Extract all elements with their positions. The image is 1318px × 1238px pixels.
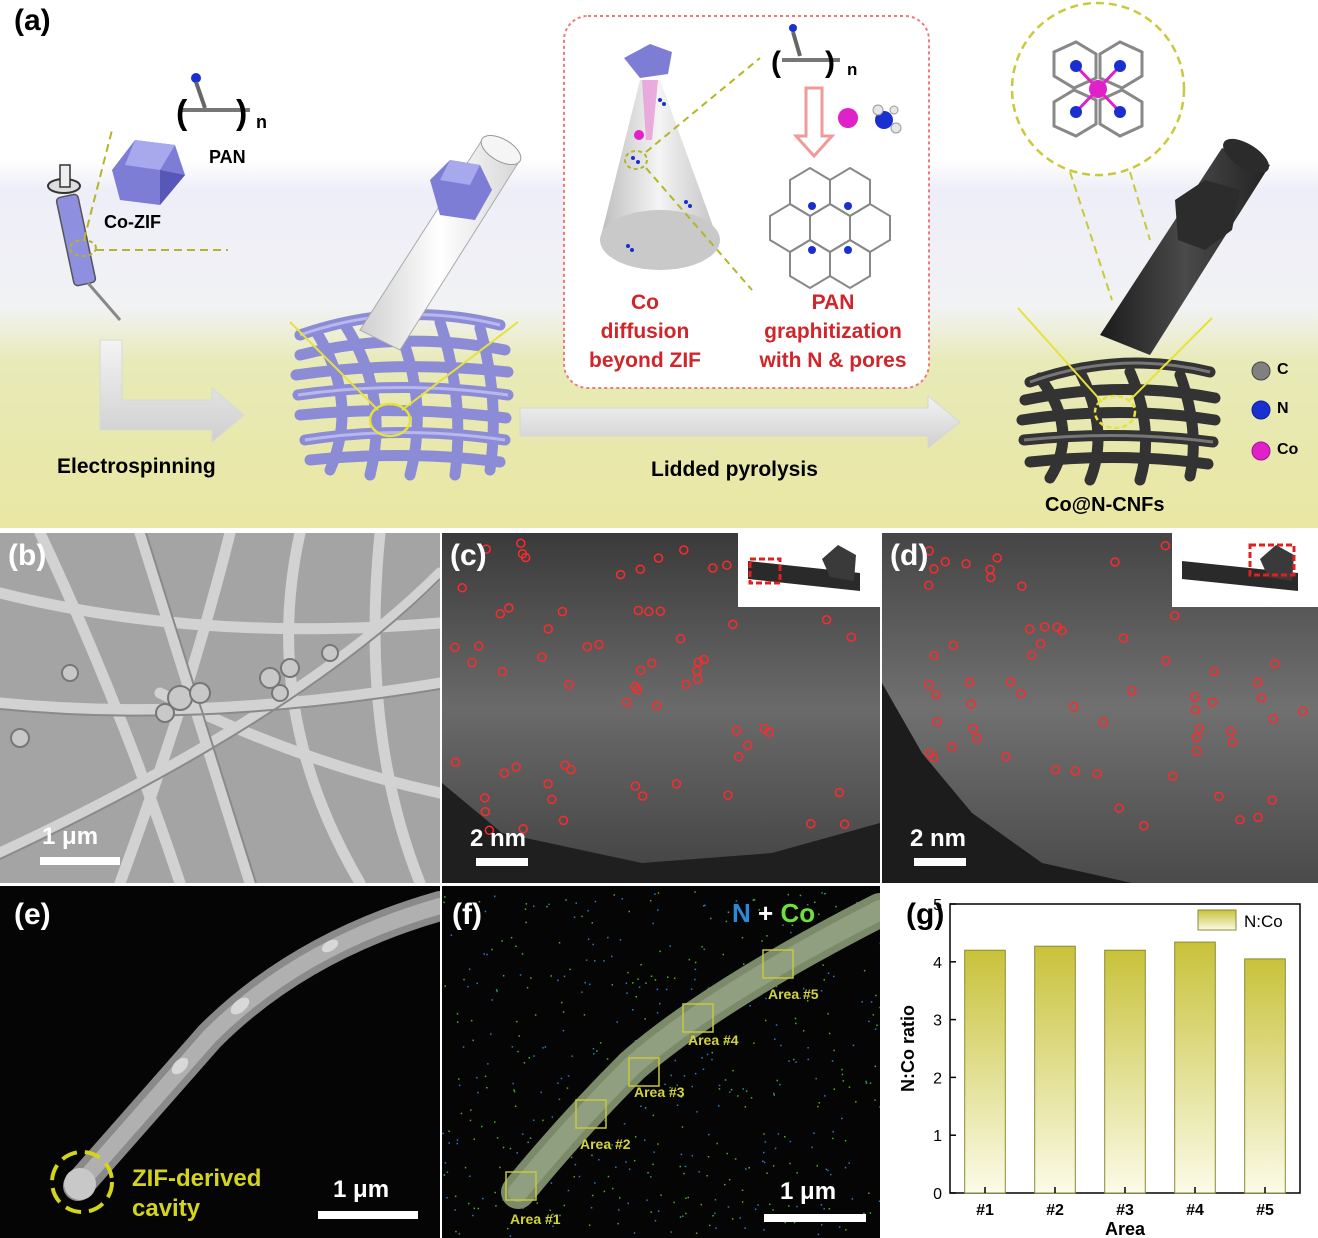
x-tick-label: #1 — [976, 1202, 994, 1219]
y-tick-label: 5 — [933, 897, 942, 914]
panel-d-haadf-image: (d) 2 nm — [882, 533, 1318, 883]
co-zif-label: Co-ZIF — [104, 212, 161, 232]
pyrolysis-arrow — [519, 394, 961, 450]
panel-label-e: (e) — [14, 898, 51, 931]
inset-pan-polymer-icon: ( ) — [771, 24, 840, 79]
panel-a-schematic: ( ) — [0, 1, 1318, 528]
panel-f-eds-map: (f) N + Co Area #1 Area #2 Area #3 Area … — [442, 886, 880, 1238]
legend-c-label: C — [1277, 361, 1289, 378]
svg-text:): ) — [236, 94, 247, 132]
lidded-pyrolysis-label: Lidded pyrolysis — [651, 458, 818, 481]
inset-fiber-d — [1172, 533, 1318, 607]
carbon-fiber-icon — [1100, 138, 1270, 355]
x-tick-label: #5 — [1256, 1202, 1274, 1219]
eds-legend-n: N — [732, 898, 751, 928]
panel-label-a: (a) — [14, 4, 51, 37]
scale-bar-f — [764, 1214, 866, 1222]
scale-bar-c — [476, 858, 528, 866]
bar-area-2 — [1034, 945, 1076, 1194]
syringe-icon — [47, 129, 228, 321]
product-label: Co@N-CNFs — [1045, 494, 1165, 516]
scale-bar-e-label: 1 μm — [333, 1176, 390, 1203]
panel-label-f: (f) — [452, 898, 482, 931]
eds-legend-co: Co — [780, 898, 816, 928]
scale-bar-d — [914, 858, 966, 866]
panel-label-g: (g) — [906, 898, 945, 931]
eds-map — [442, 891, 880, 1237]
scale-bar-f-label: 1 μm — [780, 1178, 837, 1205]
pan-polymer-icon: ( ) — [176, 73, 250, 132]
bar-area-1 — [964, 949, 1006, 1194]
panel-label-d: (d) — [890, 539, 929, 572]
area-label-3: Area #3 — [634, 1084, 685, 1100]
y-tick-label: 2 — [933, 1070, 942, 1087]
scale-bar-b-label: 1 μm — [42, 823, 99, 850]
transform-arrow-icon — [792, 86, 836, 159]
pan-subscript-n: n — [256, 112, 267, 132]
x-tick-label: #4 — [1186, 1202, 1204, 1219]
eds-legend: N + Co — [732, 898, 815, 929]
area-label-4: Area #4 — [688, 1032, 739, 1048]
scale-bar-d-label: 2 nm — [910, 825, 967, 852]
y-tick-label: 3 — [933, 1013, 942, 1030]
inset-left-caption: Co diffusion beyond ZIF — [589, 291, 701, 372]
area-label-2: Area #2 — [580, 1136, 631, 1152]
scale-bar-c-label: 2 nm — [470, 825, 527, 852]
atom-legend — [1251, 361, 1271, 461]
panel-b-sem-image: (b) 1 μm — [0, 533, 440, 883]
svg-text:): ) — [825, 46, 835, 79]
bar-area-3 — [1104, 949, 1146, 1194]
area-boxes — [505, 949, 794, 1201]
y-tick-label: 4 — [933, 955, 942, 972]
graphene-lattice-icon — [769, 166, 891, 290]
zif-cavity-annotation: ZIF-derived cavity — [132, 1165, 262, 1222]
legend-co-label: Co — [1277, 441, 1299, 458]
co-atom-icon — [838, 108, 858, 128]
panel-label-b: (b) — [8, 539, 47, 572]
panel-label-c: (c) — [450, 539, 487, 572]
scale-bar-b — [40, 857, 120, 865]
pan-label: PAN — [209, 147, 246, 167]
electrospinning-label: Electrospinning — [57, 455, 216, 478]
bar-area-5 — [1244, 958, 1286, 1194]
sem-fibers — [0, 533, 440, 883]
x-tick-label: #3 — [1116, 1202, 1134, 1219]
y-axis-label: N:Co ratio — [898, 1005, 918, 1092]
x-tick-label: #2 — [1046, 1202, 1064, 1219]
scale-bar-e — [318, 1211, 418, 1219]
eds-legend-plus: + — [758, 898, 774, 928]
panel-c-haadf-image: (c) 2 nm — [442, 533, 880, 883]
stem-fiber — [50, 891, 440, 1214]
white-fiber-icon — [359, 134, 522, 351]
legend-swatch — [1197, 909, 1237, 931]
co-zif-crystal-icon — [112, 140, 185, 205]
y-tick-label: 0 — [933, 1186, 942, 1203]
nh3-molecule-icon — [872, 104, 902, 134]
inset-right-caption: PAN graphitization with N & pores — [759, 291, 907, 372]
legend-label: N:Co — [1244, 912, 1283, 931]
area-label-5: Area #5 — [768, 986, 819, 1002]
panel-a: ( ) — [0, 0, 1318, 530]
inset-fiber-c — [738, 533, 880, 607]
inset-subscript-n: n — [847, 60, 858, 79]
legend-n-label: N — [1277, 400, 1289, 417]
x-axis-label: Area — [1105, 1219, 1146, 1238]
bar-area-4 — [1174, 941, 1216, 1194]
cone-icon — [600, 44, 761, 291]
haadf-d-overlay — [882, 533, 1318, 883]
svg-text:(: ( — [771, 46, 781, 79]
area-label-1: Area #1 — [510, 1211, 561, 1227]
y-tick-label: 1 — [933, 1128, 942, 1145]
panel-e-stem-image: (e) ZIF-derived cavity 1 μm — [0, 886, 440, 1238]
svg-text:(: ( — [176, 94, 188, 132]
electrospinning-arrow — [99, 339, 245, 444]
